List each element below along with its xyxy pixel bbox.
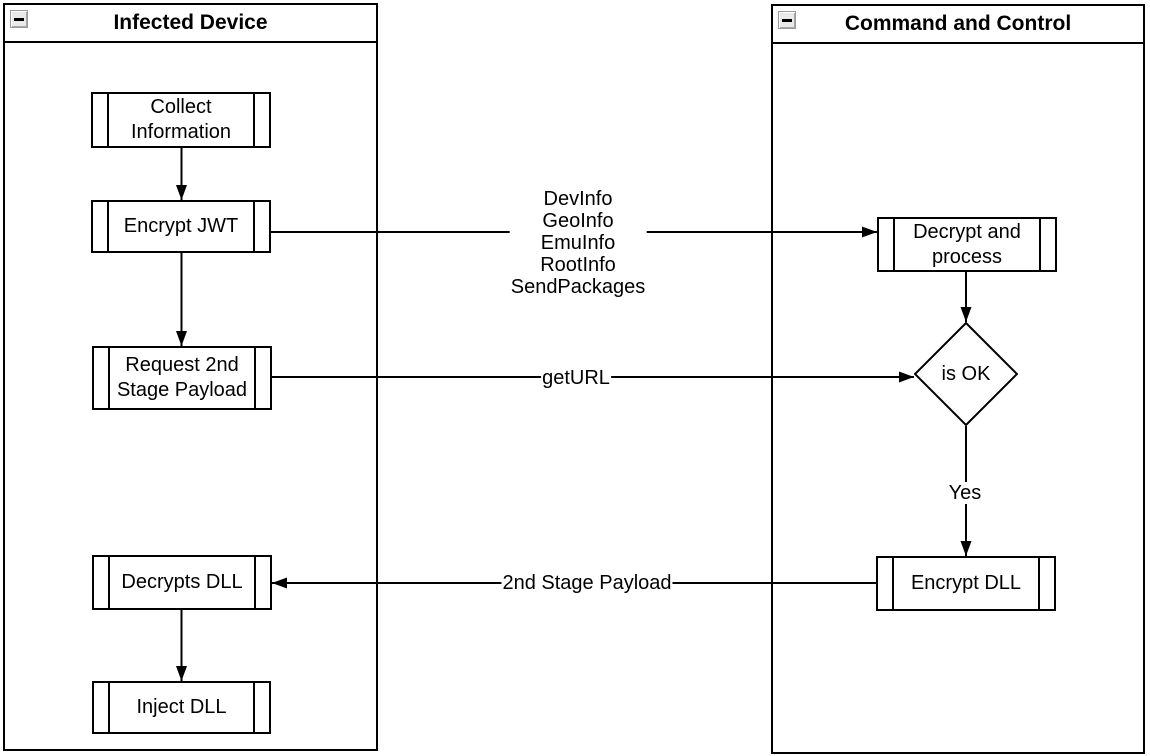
lane-title: Command and Control xyxy=(844,12,1072,35)
node-encrypt-dll[interactable]: Encrypt DLL xyxy=(876,556,1056,611)
edge-label-line: DevInfo xyxy=(543,188,613,210)
diamond-shape xyxy=(914,322,1018,426)
lane-header: Command and Control xyxy=(773,6,1143,44)
edge-label-line: RootInfo xyxy=(540,254,616,276)
node-label: Request 2nd Stage Payload xyxy=(116,354,248,401)
process-stripe-left xyxy=(893,219,895,270)
minus-icon xyxy=(782,18,792,22)
edge-label-line: EmuInfo xyxy=(540,232,616,254)
edge-label-geturl[interactable]: getURL xyxy=(541,367,611,389)
collapse-icon[interactable] xyxy=(10,10,28,28)
collapse-icon[interactable] xyxy=(778,11,796,29)
node-inject-dll[interactable]: Inject DLL xyxy=(92,681,271,734)
node-decrypt-and-process[interactable]: Decrypt and process xyxy=(877,217,1057,272)
process-stripe-right xyxy=(253,94,255,146)
process-stripe-left xyxy=(108,683,110,732)
node-label: is OK xyxy=(941,362,991,385)
edge-label-2nd-stage-payload[interactable]: 2nd Stage Payload xyxy=(501,572,673,594)
node-is-ok-decision[interactable]: is OK xyxy=(914,322,1018,426)
process-stripe-right xyxy=(253,202,255,251)
edge-label-send-info[interactable]: DevInfo GeoInfo EmuInfo RootInfo SendPac… xyxy=(509,188,647,298)
process-stripe-right xyxy=(254,348,256,408)
node-encrypt-jwt[interactable]: Encrypt JWT xyxy=(91,200,271,253)
node-decrypts-dll[interactable]: Decrypts DLL xyxy=(92,555,272,610)
process-stripe-right xyxy=(254,557,256,608)
node-label: Decrypts DLL xyxy=(121,571,243,593)
process-stripe-right xyxy=(253,683,255,732)
process-stripe-left xyxy=(108,348,110,408)
process-stripe-left xyxy=(107,202,109,251)
process-stripe-right xyxy=(1039,219,1041,270)
node-request-2nd-stage-payload[interactable]: Request 2nd Stage Payload xyxy=(92,346,272,410)
lane-title: Infected Device xyxy=(113,11,268,34)
edge-label-yes[interactable]: Yes xyxy=(947,482,983,504)
node-label: Encrypt JWT xyxy=(123,215,239,237)
edge-label-line: GeoInfo xyxy=(542,210,614,232)
process-stripe-left xyxy=(108,557,110,608)
node-label: Collect Information xyxy=(130,96,232,143)
node-collect-information[interactable]: Collect Information xyxy=(91,92,271,148)
node-label: Inject DLL xyxy=(136,696,227,718)
node-label: Encrypt DLL xyxy=(910,572,1022,594)
process-stripe-left xyxy=(892,558,894,609)
edge-label-line: SendPackages xyxy=(510,276,646,298)
minus-icon xyxy=(14,17,24,21)
process-stripe-right xyxy=(1038,558,1040,609)
lane-header: Infected Device xyxy=(5,5,376,43)
process-stripe-left xyxy=(107,94,109,146)
node-label: Decrypt and process xyxy=(913,220,1021,268)
